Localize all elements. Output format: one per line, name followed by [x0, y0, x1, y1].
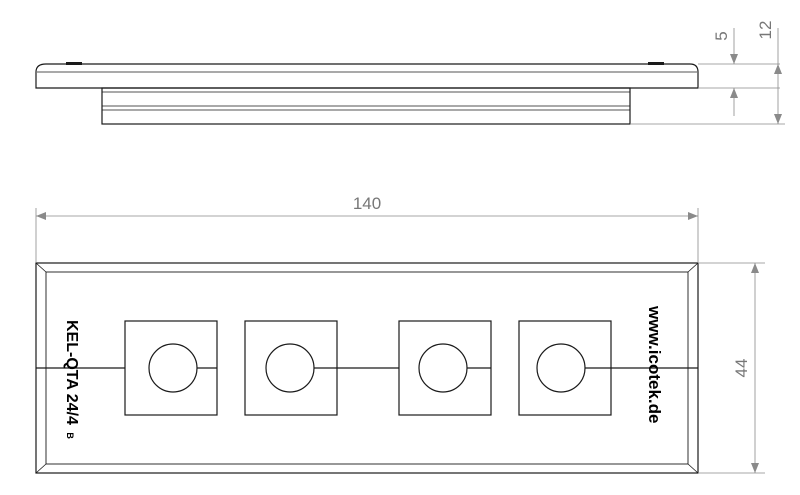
dim-44-label: 44: [732, 359, 751, 378]
top-view: [35, 262, 699, 474]
model-text: KEL-QTA 24/4: [63, 320, 80, 425]
side-notch-right: [648, 62, 664, 65]
width-dimension: [698, 262, 765, 474]
dim-5-label: 5: [712, 31, 731, 40]
bevel-tl: [35, 262, 47, 273]
length-dimension: [35, 208, 699, 262]
bevel-bl: [35, 463, 47, 474]
grommet-1: [124, 320, 218, 416]
dim-140-label: 140: [353, 194, 381, 213]
side-dimensions: [630, 28, 785, 125]
side-flange: [35, 63, 699, 89]
model-suffix: B: [65, 432, 75, 439]
website-label: www.icotek.de: [645, 305, 664, 423]
grommet-3: [398, 320, 492, 416]
grommet-4: [518, 320, 612, 416]
bevel-tr: [687, 262, 699, 273]
side-view: [35, 62, 699, 125]
model-label: KEL-QTA 24/4 B: [63, 320, 80, 439]
bevel-br: [687, 463, 699, 474]
dim-12-label: 12: [756, 21, 775, 40]
grommet-2: [244, 320, 338, 416]
side-notch-left: [66, 62, 82, 65]
